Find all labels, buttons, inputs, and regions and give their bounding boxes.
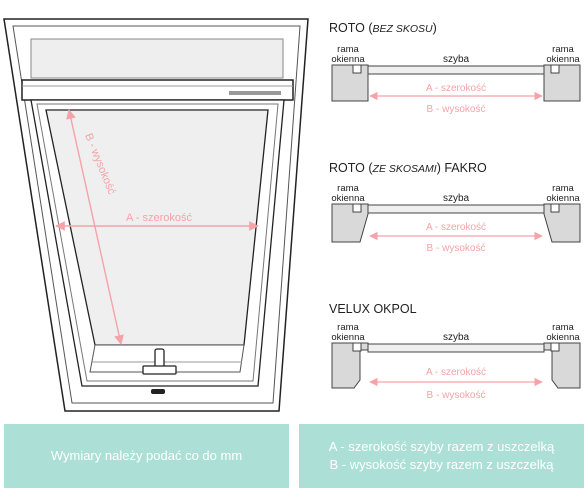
section-roto-bez-skosu: ROTO (BEZ SKOSU) rama okienna rama okien… [329,21,581,115]
window-top-glass [30,38,284,79]
section-3-width-label-bg [420,366,494,378]
section-1-width-label: A - szerokość [426,83,486,94]
section-3-frame-label-left-1: rama [337,322,359,333]
section-1-frame-left [331,64,369,102]
section-2-width-label-bg [420,221,494,233]
section-2-frame-left [331,203,369,243]
section-2-frame-label-left-1: rama [337,183,359,194]
window-sash-bar [21,79,294,101]
section-3-glass-label: szyba [443,332,470,343]
section-1-height-label: B - wysokość [427,104,486,115]
section-2-frame-label-left-2: okienna [331,193,365,204]
section-3-height-label: B - wysokość [427,390,486,401]
section-roto-ze-skosami-fakro: ROTO (ZE SKOSAMI) FAKRO rama okienna ram… [329,161,581,254]
info-box-definition-a: A - szerokość szyby razem z uszczelką [328,439,555,454]
main-window-illustration: A - szerokość B - wysokość [3,18,309,412]
section-2-height-label: B - wysokość [427,243,486,254]
section-2-title: ROTO (ZE SKOSAMI) FAKRO [329,161,487,175]
section-2-seal-left [352,203,362,213]
section-3-frame-label-right-2: okienna [546,332,580,343]
section-2-frame-right [543,203,581,243]
section-1-seal-right [550,64,560,74]
section-1-frame-right [543,64,581,102]
section-2-frame-label-right-1: rama [552,183,574,194]
section-2-width-label: A - szerokość [426,222,486,233]
section-1-frame-label-left-1: rama [337,44,359,55]
section-3-frame-label-left-2: okienna [331,332,365,343]
section-1-width-label-bg [420,82,494,94]
section-2-glass-label: szyba [443,193,470,204]
section-1-title: ROTO (BEZ SKOSU) [329,21,437,35]
main-width-label: A - szerokość [126,212,193,224]
window-bottom-rail [89,344,245,373]
section-2-seal-right [550,203,560,213]
section-3-title: VELUX OKPOL [329,302,417,316]
info-box-definitions: A - szerokość szyby razem z uszczelką B … [299,424,584,488]
section-3-frame-left [331,342,369,389]
window-handle-base [142,365,177,375]
section-3-glass [367,343,545,353]
main-height-arrow [66,109,124,345]
section-2-frame-label-right-2: okienna [546,193,580,204]
info-box-precision: Wymiary należy podać co do mm [4,424,289,488]
window-handle [154,348,165,368]
section-3-frame-label-right-1: rama [552,322,574,333]
info-box-definition-b: B - wysokość szyby razem z uszczelką [329,457,554,472]
section-3-frame-right [543,342,581,389]
section-3-width-label: A - szerokość [426,367,486,378]
section-1-frame-label-left-2: okienna [331,54,365,65]
section-1-frame-label-right-2: okienna [546,54,580,65]
info-box-precision-text: Wymiary należy podać co do mm [50,448,243,463]
section-1-glass [367,65,545,75]
section-1-seal-left [352,64,362,74]
section-velux-okpol: VELUX OKPOL rama okienna rama okienna sz… [329,302,581,401]
section-1-glass-label: szyba [443,54,470,65]
section-2-glass [367,204,545,214]
width-label-bg [123,210,195,224]
section-1-frame-label-right-1: rama [552,44,574,55]
section-3-seal-right [550,342,560,352]
window-bottom-latch [151,389,165,394]
section-3-seal-left [352,342,362,352]
sash-vent-slot [229,91,281,95]
